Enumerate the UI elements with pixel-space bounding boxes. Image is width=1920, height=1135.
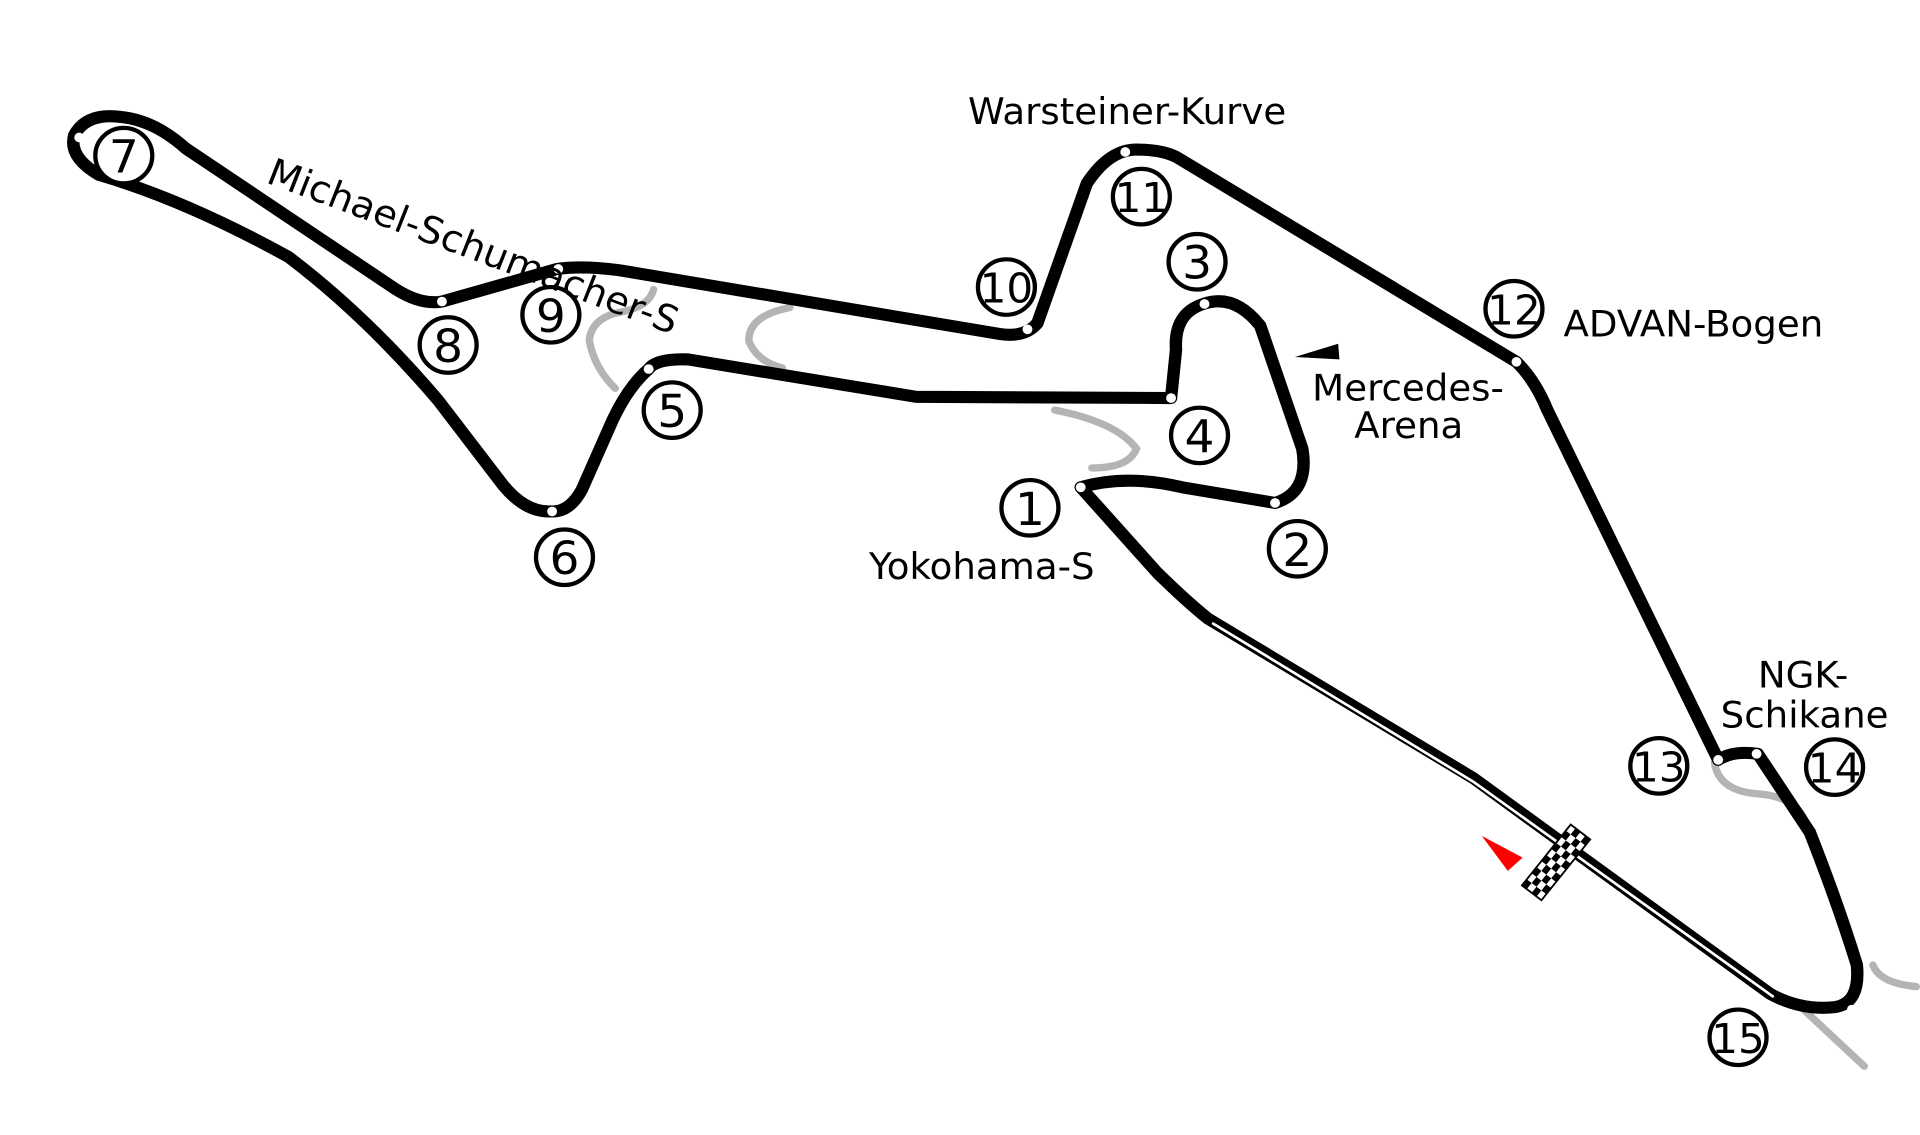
runoff-road xyxy=(1801,1007,1869,1070)
turn-number-5: 5 xyxy=(657,385,687,438)
apex-dot xyxy=(1713,755,1724,765)
turn-number-13: 13 xyxy=(1632,743,1686,791)
pit-lane xyxy=(1211,622,1775,998)
turn-marker-13: 13 xyxy=(1628,736,1690,796)
apex-dot xyxy=(74,132,85,143)
corner-label-ngk-schikane-line1: NGK- xyxy=(1758,654,1848,696)
runoff-road xyxy=(745,303,794,372)
turn-marker-5: 5 xyxy=(641,380,703,440)
apex-dot xyxy=(1846,1004,1857,1015)
apex-markers xyxy=(74,132,1857,1015)
turn-marker-11: 11 xyxy=(1110,166,1172,227)
turn-number-7: 7 xyxy=(109,130,139,183)
turn-marker-15: 15 xyxy=(1707,1007,1769,1068)
turn-number-8: 8 xyxy=(433,320,463,373)
checkered-flag-icon xyxy=(1520,823,1592,902)
runoff-road xyxy=(585,285,658,393)
apex-dot xyxy=(1270,498,1280,508)
corner-label-ngk-schikane-line2: Schikane xyxy=(1721,694,1889,736)
turn-markers: 1 2 3 4 5 6 7 8 9 10 11 12 13 14 15 xyxy=(93,125,1866,1068)
apex-dot xyxy=(553,264,564,274)
track xyxy=(67,110,1864,1014)
apex-dot xyxy=(1751,749,1762,759)
turn-marker-1: 1 xyxy=(999,477,1061,538)
turn-number-10: 10 xyxy=(980,264,1034,312)
turn-number-9: 9 xyxy=(536,289,566,342)
runoff-road xyxy=(1050,406,1141,472)
corner-label-mercedes-arena-line2: Arena xyxy=(1354,404,1463,446)
corner-label-advan-bogen: ADVAN-Bogen xyxy=(1563,303,1823,345)
corner-label-warsteiner-kurve: Warsteiner-Kurve xyxy=(968,91,1286,133)
turn-marker-4: 4 xyxy=(1168,405,1231,466)
turn-marker-7: 7 xyxy=(93,125,155,186)
turn-marker-14: 14 xyxy=(1803,737,1866,797)
turn-number-1: 1 xyxy=(1015,482,1045,535)
corner-label-mercedes-arena-line1: Mercedes- xyxy=(1312,367,1504,409)
apex-dot xyxy=(643,364,654,374)
apex-dot xyxy=(1075,482,1086,493)
turn-number-4: 4 xyxy=(1185,410,1215,463)
turn-number-15: 15 xyxy=(1711,1014,1765,1062)
apex-dot xyxy=(1511,357,1522,367)
pit-marker-icon xyxy=(1294,343,1340,360)
turn-number-6: 6 xyxy=(550,532,580,585)
turn-marker-9: 9 xyxy=(520,284,582,345)
turn-marker-6: 6 xyxy=(533,527,596,588)
corner-label-yokohama-s: Yokohama-S xyxy=(868,545,1095,587)
apex-dot xyxy=(1120,147,1131,157)
apex-dot xyxy=(1166,393,1177,403)
apex-dot xyxy=(1022,324,1033,335)
turn-marker-2: 2 xyxy=(1266,518,1328,579)
apex-dot xyxy=(436,296,447,307)
turn-marker-8: 8 xyxy=(417,315,479,375)
apex-dot xyxy=(1199,299,1210,309)
turn-number-11: 11 xyxy=(1115,174,1169,222)
apex-dot xyxy=(547,506,558,517)
turn-marker-12: 12 xyxy=(1483,278,1545,339)
turn-number-3: 3 xyxy=(1182,236,1212,289)
turn-number-2: 2 xyxy=(1282,523,1312,576)
turn-marker-3: 3 xyxy=(1166,231,1228,292)
turn-marker-10: 10 xyxy=(975,257,1038,317)
turn-number-12: 12 xyxy=(1487,286,1541,334)
turn-number-14: 14 xyxy=(1808,744,1862,792)
direction-arrow-icon xyxy=(1481,835,1523,871)
runoff-road xyxy=(1869,961,1920,991)
